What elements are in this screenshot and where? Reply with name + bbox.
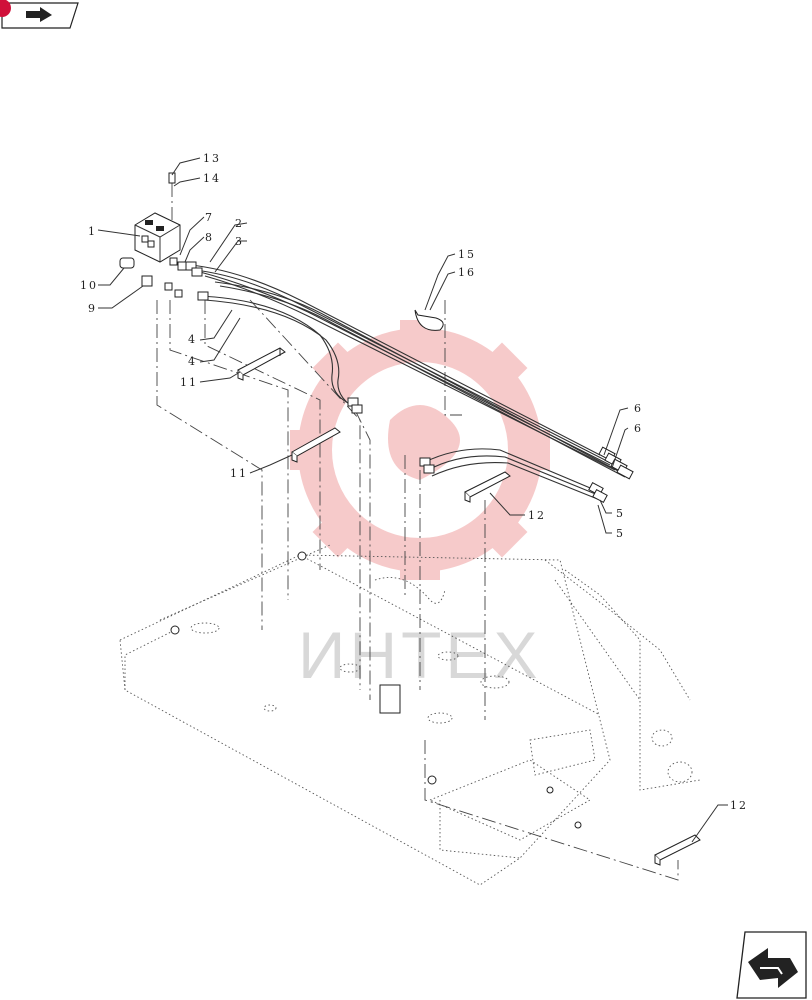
fitting-9	[141, 275, 153, 287]
callout-4a: 4	[188, 333, 197, 346]
nav-forward-button[interactable]	[736, 931, 807, 999]
callout-13: 13	[203, 152, 221, 165]
callout-5a: 5	[616, 507, 625, 520]
control-valve	[134, 212, 187, 298]
nav-back-button[interactable]	[0, 0, 79, 29]
bracket-11b	[291, 427, 341, 463]
callout-8: 8	[205, 231, 214, 244]
callout-labels: 1 2 3 4 4 5 5 6 6 7 8 9 10 11 11 12 12 1…	[80, 152, 748, 812]
callout-11a: 11	[180, 376, 198, 389]
callout-4b: 4	[188, 355, 197, 368]
callout-6a: 6	[634, 402, 643, 415]
bolt-13	[168, 172, 176, 184]
hose-fittings	[185, 261, 634, 504]
callout-9: 9	[88, 302, 97, 315]
callout-5b: 5	[616, 527, 625, 540]
clamp-15	[414, 309, 444, 331]
bracket-12a	[464, 471, 511, 503]
callout-15: 15	[458, 248, 476, 261]
watermark-logo	[290, 320, 550, 580]
callout-16: 16	[458, 266, 476, 279]
assembly-lines	[156, 183, 679, 881]
bracket-12b	[654, 834, 701, 866]
arrow-icon	[748, 948, 798, 988]
watermark-text: ИНТЕХ	[298, 618, 541, 692]
callout-2: 2	[235, 217, 244, 230]
hose-bundle	[189, 264, 626, 501]
callout-3: 3	[235, 235, 244, 248]
callout-12b: 12	[730, 799, 748, 812]
callout-10: 10	[80, 279, 98, 292]
callout-1: 1	[88, 225, 97, 238]
bracket-11a	[237, 347, 286, 381]
frame-bolts	[170, 551, 582, 829]
machine-frame	[119, 544, 701, 886]
callout-14: 14	[203, 172, 221, 185]
callout-12a: 12	[528, 509, 546, 522]
fitting-10	[119, 257, 135, 269]
nav-badge	[0, 0, 11, 17]
callout-7: 7	[205, 211, 214, 224]
callout-11b: 11	[230, 467, 248, 480]
leader-lines	[97, 157, 728, 843]
callout-6b: 6	[634, 422, 643, 435]
arrow-icon	[26, 7, 52, 22]
